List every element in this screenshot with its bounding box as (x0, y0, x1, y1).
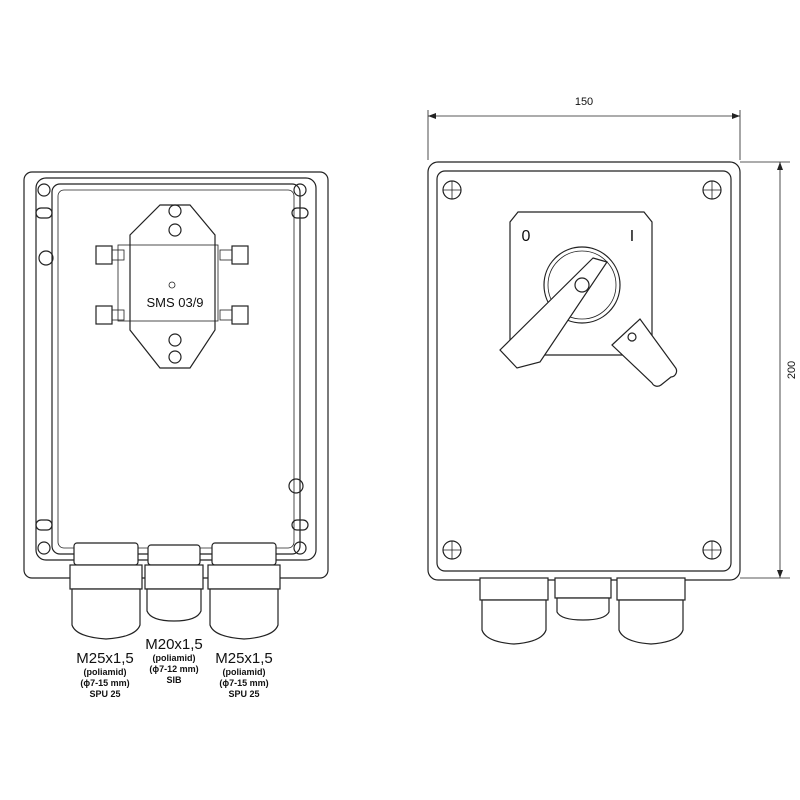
dimension-lines (427, 110, 790, 579)
enclosure-front-view (427, 110, 790, 645)
module-label: SMS 03/9 (146, 295, 204, 310)
gland-thread: M25x1,5 (76, 650, 134, 667)
padlock-hasp-icon (611, 318, 678, 387)
enclosure-open-view (23, 171, 329, 640)
gland-label-2: M20x1,5 (poliamid) (ϕ7-12 mm) SIB (145, 636, 203, 686)
gland-label-1: M25x1,5 (poliamid) (ϕ7-15 mm) SPU 25 (76, 650, 134, 700)
height-dimension: 200 (786, 360, 798, 380)
gland-range: (ϕ7-15 mm) (80, 678, 130, 688)
screw-icons (35, 183, 309, 555)
gland-range: (ϕ7-15 mm) (219, 678, 269, 688)
gland-label-3: M25x1,5 (poliamid) (ϕ7-15 mm) SPU 25 (215, 650, 273, 700)
cable-glands-left (69, 542, 281, 640)
width-dimension: 150 (574, 96, 594, 108)
switch-handle (499, 257, 608, 369)
switch-knob (543, 246, 621, 324)
switch-on-label: I (629, 228, 635, 245)
gland-material: (poliamid) (152, 653, 196, 663)
switch-module (95, 204, 249, 369)
gland-range: (ϕ7-12 mm) (149, 664, 199, 674)
gland-material: (poliamid) (83, 667, 127, 677)
gland-model: SPU 25 (89, 689, 121, 699)
gland-material: (poliamid) (222, 667, 266, 677)
cable-glands-right (479, 577, 686, 645)
gland-thread: M20x1,5 (145, 636, 203, 653)
gland-model: SIB (166, 675, 182, 685)
switch-off-label: 0 (521, 228, 531, 245)
gland-model: SPU 25 (228, 689, 260, 699)
gland-thread: M25x1,5 (215, 650, 273, 667)
screw-icons (442, 180, 722, 560)
